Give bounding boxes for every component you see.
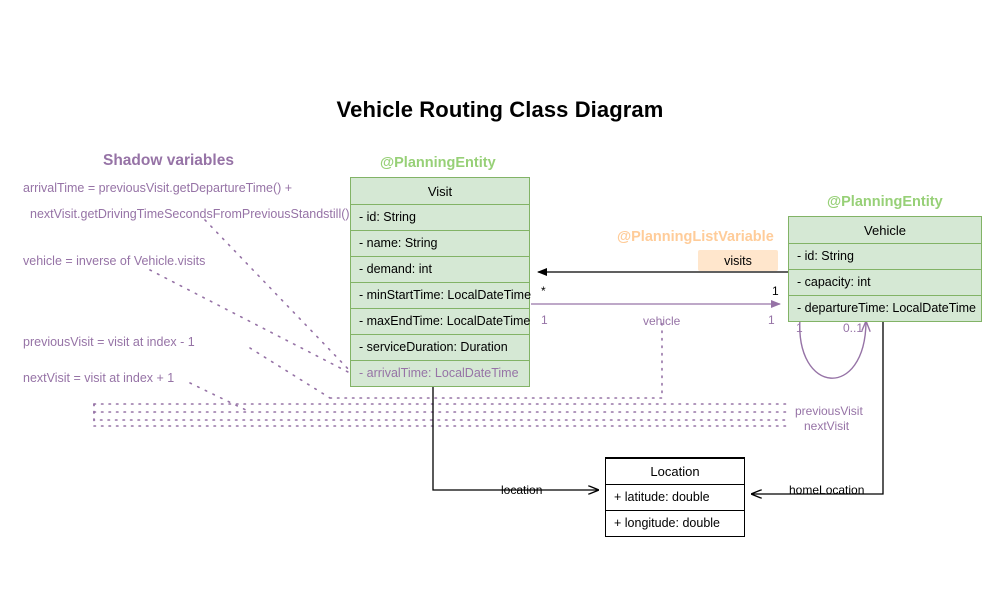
multiplicity-selfloop-target: 0..1 — [843, 321, 864, 335]
edge-shadow-arrivaltime — [204, 219, 353, 374]
page-title: Vehicle Routing Class Diagram — [336, 97, 664, 122]
shadow-note-arrivaltime-2: nextVisit.getDrivingTimeSecondsFromPrevi… — [30, 207, 350, 221]
class-field-shadow: - arrivalTime: LocalDateTime — [351, 360, 529, 386]
multiplicity-vehicle-source: 1 — [541, 313, 548, 327]
multiplicity-selfloop-source: 1 — [796, 321, 803, 335]
class-field: - id: String — [789, 243, 981, 269]
edge-previous-visit — [93, 403, 791, 421]
edge-shadow-vehicle — [149, 269, 351, 374]
shadow-variables-heading: Shadow variables — [103, 152, 234, 169]
edge-label-previousvisit: previousVisit — [795, 404, 863, 418]
edge-label-nextvisit: nextVisit — [804, 419, 850, 433]
edge-shadow-previousvisit — [249, 347, 331, 399]
edge-shadow-rail — [93, 403, 791, 427]
class-field: - serviceDuration: Duration — [351, 334, 529, 360]
shadow-note-arrivaltime-1: arrivalTime = previousVisit.getDeparture… — [23, 181, 293, 195]
class-box-visit[interactable]: Visit - id: String - name: String - dema… — [350, 177, 531, 387]
multiplicity-vehicle-target: 1 — [768, 313, 775, 327]
stereotype-visit-planningentity: @PlanningEntity — [380, 155, 496, 171]
shadow-note-previousvisit: previousVisit = visit at index - 1 — [23, 335, 195, 349]
class-field: - demand: int — [351, 256, 529, 282]
class-field: + longitude: double — [606, 510, 744, 536]
edge-location — [432, 386, 598, 490]
class-title-vehicle: Vehicle — [864, 222, 906, 238]
shadow-note-vehicle: vehicle = inverse of Vehicle.visits — [23, 254, 206, 268]
edge-label-vehicle: vehicle — [643, 314, 681, 328]
class-field: - id: String — [351, 204, 529, 230]
edge-label-homelocation: homeLocation — [789, 483, 865, 497]
edge-label-location: location — [501, 483, 543, 497]
shadow-note-nextvisit: nextVisit = visit at index + 1 — [23, 371, 175, 385]
multiplicity-visits-target: 1 — [772, 284, 779, 298]
class-box-vehicle[interactable]: Vehicle - id: String - capacity: int - d… — [788, 216, 982, 322]
badge-visits: visits — [698, 250, 778, 271]
stereotype-vehicle-planningentity: @PlanningEntity — [827, 194, 943, 210]
class-title-location: Location — [606, 458, 744, 484]
class-field: - maxEndTime: LocalDateTime — [351, 308, 530, 334]
class-field: - minStartTime: LocalDateTime — [351, 282, 531, 308]
class-field: - departureTime: LocalDateTime — [789, 295, 981, 321]
class-field: + latitude: double — [606, 484, 744, 510]
class-title-visit: Visit — [427, 183, 453, 199]
class-box-location[interactable]: Location + latitude: double + longitude:… — [605, 457, 745, 537]
class-field: - capacity: int — [789, 269, 981, 295]
stereotype-planninglistvariable: @PlanningListVariable — [617, 229, 774, 245]
edge-shadow-nextvisit — [189, 382, 251, 413]
multiplicity-visits-source: * — [541, 284, 546, 298]
class-field: - name: String — [351, 230, 529, 256]
